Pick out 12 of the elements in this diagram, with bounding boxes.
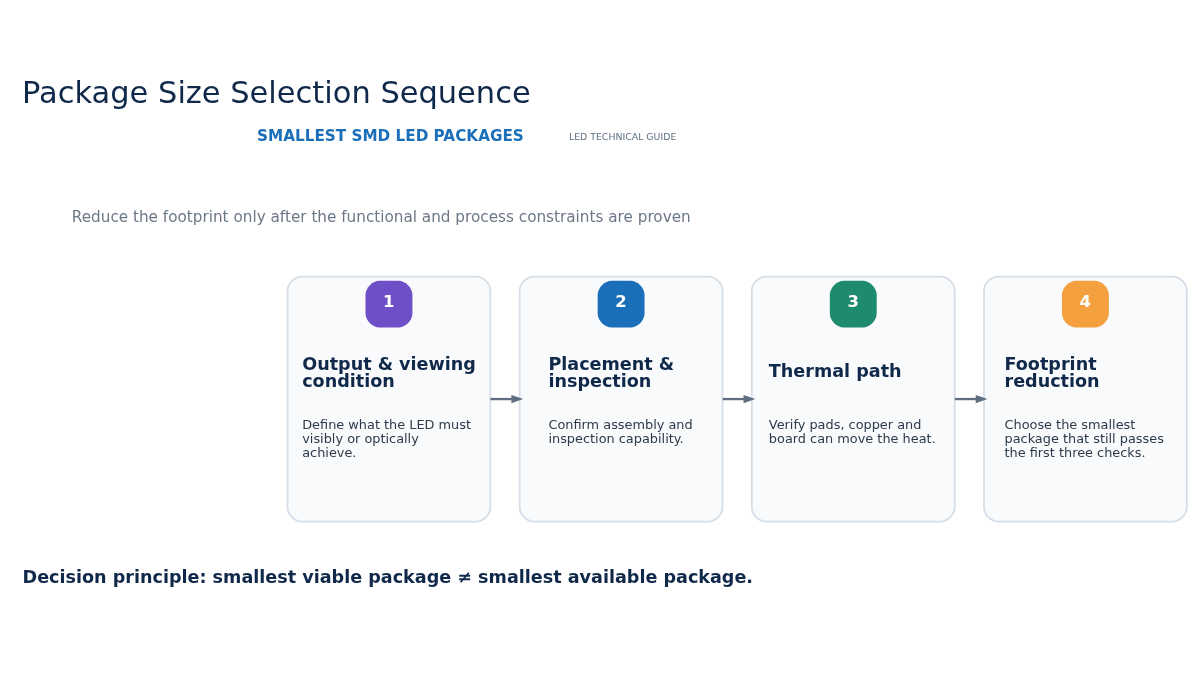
node-box: 1 Output & viewing condition Define what the LED must visibly or optically achieve. — [286, 275, 492, 523]
label: Reduce the footprint only after the functional and process constraints are proven — [71, 207, 691, 226]
arrow — [954, 394, 988, 404]
node-box: 4 Footprint reduction Choose the smallest package that still passes the first three checks. — [983, 275, 1188, 523]
label: LED TECHNICAL GUIDE — [568, 131, 677, 143]
label: Decision principle: smallest viable package ≠ smallest available package. — [22, 567, 754, 588]
label: SMALLEST SMD LED PACKAGES — [257, 126, 524, 145]
node-box: 2 Placement & inspection Confirm assembly and inspection capability. — [518, 275, 724, 523]
arrow — [490, 394, 524, 404]
node-box: 3 Thermal path Verify pads, copper and board can move the heat. — [750, 275, 956, 523]
arrow — [722, 394, 756, 404]
diagram-title: Package Size Selection Sequence — [22, 74, 531, 110]
